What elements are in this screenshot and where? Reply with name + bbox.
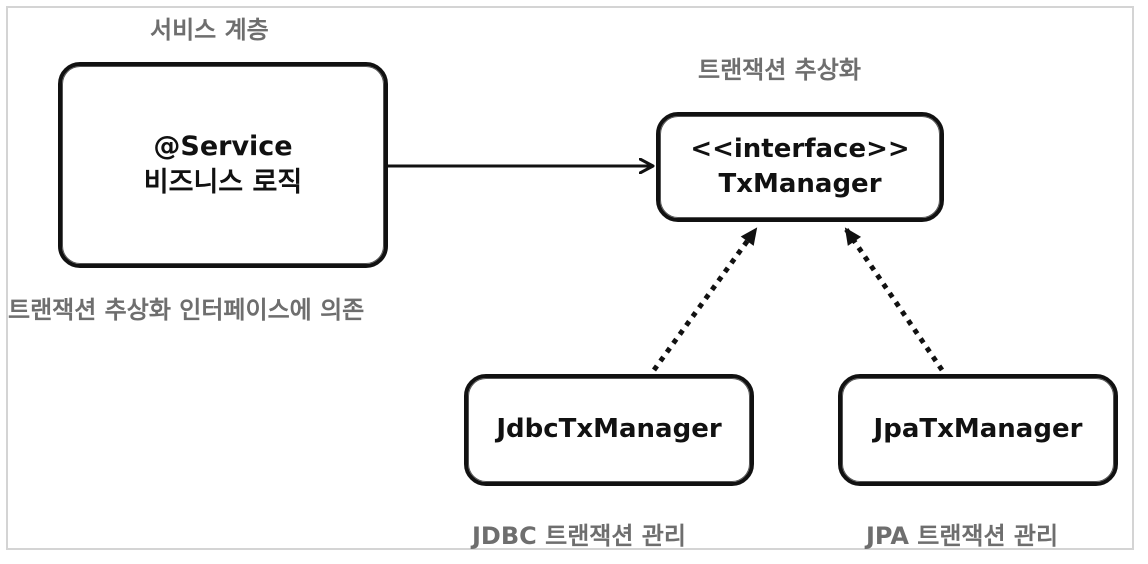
jpa-tx-management-label: JPA 트랜잭션 관리 [866, 522, 1059, 550]
service-layer-label: 서비스 계층 [150, 16, 269, 44]
txmanager-box-line1: <<interface>> [690, 133, 910, 164]
txmanager-box: <<interface>> TxManager [656, 112, 944, 222]
service-box-line2: 비즈니스 로직 [143, 167, 303, 198]
jpa-to-txmanager-dotted-arrow [843, 227, 945, 372]
diagram-frame [6, 6, 1134, 550]
jpa-txmanager-box: JpaTxManager [838, 374, 1118, 486]
jdbc-txmanager-box: JdbcTxManager [464, 374, 754, 486]
service-box-line1: @Service [153, 130, 293, 162]
txmanager-box-line2: TxManager [718, 169, 882, 199]
jdbc-to-txmanager-dotted-arrow [651, 227, 759, 372]
service-box: @Service 비즈니스 로직 [58, 62, 388, 268]
jpa-txmanager-box-label: JpaTxManager [873, 414, 1083, 445]
tx-abstraction-label: 트랜잭션 추상화 [698, 56, 861, 84]
jdbc-tx-management-label: JDBC 트랜잭션 관리 [472, 522, 686, 550]
jdbc-txmanager-box-label: JdbcTxManager [496, 414, 722, 445]
depends-on-interface-label: 트랜잭션 추상화 인터페이스에 의존 [8, 296, 365, 324]
